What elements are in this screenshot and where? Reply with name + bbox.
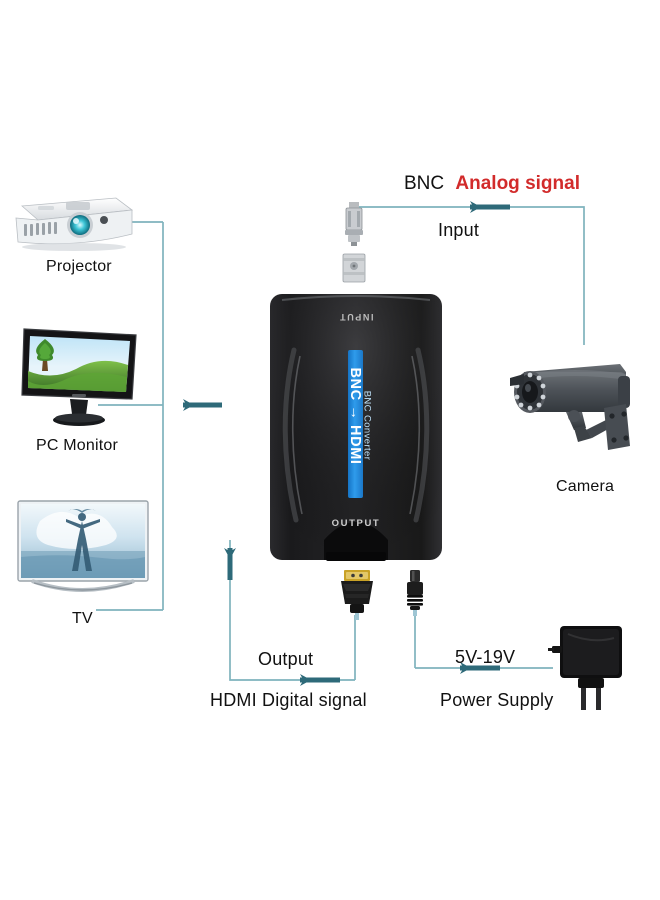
tv-label: TV <box>72 610 93 627</box>
bnc-text: BNC <box>404 173 445 194</box>
power-adapter-icon <box>548 626 622 710</box>
tv-icon <box>17 500 149 592</box>
input-label: Input <box>438 220 480 240</box>
dc-barrel-plug-icon <box>407 570 423 616</box>
bnc-connector-icon <box>342 202 366 283</box>
power-supply-label: Power Supply <box>440 690 554 710</box>
bnc-analog-signal-title: BNC Analog signal <box>404 173 580 195</box>
voltage-label: 5V-19V <box>455 647 516 667</box>
line-camera-to-bnc <box>356 206 585 345</box>
projector-label: Projector <box>46 258 112 275</box>
pc-monitor-label: PC Monitor <box>36 437 119 454</box>
camera-label: Camera <box>556 478 615 495</box>
analog-signal-text: Analog signal <box>455 173 580 194</box>
projector-icon <box>15 197 134 251</box>
pc-monitor-icon <box>21 328 137 426</box>
hdmi-digital-signal-label: HDMI Digital signal <box>210 690 367 710</box>
device-brand-secondary: BNC Converter <box>361 390 373 461</box>
cctv-camera-icon <box>510 364 630 450</box>
hdmi-connector-icon <box>341 570 373 620</box>
bnc-hdmi-converter-icon: INPUT OUTPUT BNC → HDMI BNC Converter <box>266 290 446 565</box>
device-output-label: OUTPUT <box>331 518 381 529</box>
output-label: Output <box>258 649 314 669</box>
device-input-label: INPUT <box>338 312 374 322</box>
